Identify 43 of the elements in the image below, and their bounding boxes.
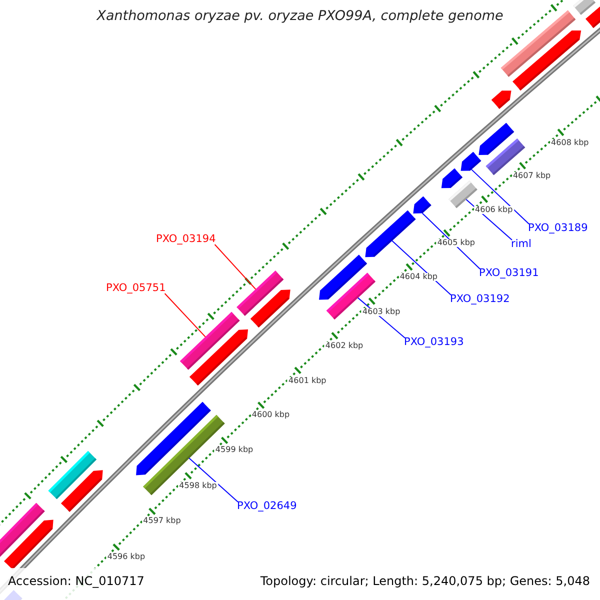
footer-text: Topology: circular; Length: 5,240,075 bp; Genes: 5,048 xyxy=(260,575,590,587)
gene-label: PXO_03192 xyxy=(450,294,510,304)
gene-label: PXO_02649 xyxy=(237,501,297,512)
tick-label: 4606 kbp xyxy=(474,206,514,214)
tick-label: 4597 kbp xyxy=(142,517,182,526)
gene-label: riml xyxy=(511,239,532,250)
tick-label: 4608 kbp xyxy=(550,138,590,147)
tick-label: 4604 kbp xyxy=(398,273,439,282)
gene-block xyxy=(319,254,368,300)
gene-label: PXO_05751 xyxy=(106,283,166,294)
leader-line xyxy=(214,244,256,290)
gene-block xyxy=(491,90,512,109)
leader-line xyxy=(470,168,530,224)
tick-label: 4603 kbp xyxy=(362,308,402,316)
tick-label: 4602 kbp xyxy=(324,342,364,350)
leader-line xyxy=(164,293,206,338)
gene-block xyxy=(190,329,248,386)
gene-block xyxy=(413,196,432,214)
gene-bar xyxy=(573,0,596,15)
gene-block xyxy=(460,152,482,171)
tick-label: 4600 kbp xyxy=(250,411,291,420)
gene-block xyxy=(250,290,290,328)
map-title: Xanthomonas oryzae pv. oryzae PXO99A, complete genome xyxy=(95,10,504,24)
leader-line xyxy=(188,458,238,502)
gene-block xyxy=(365,210,416,258)
gene-block xyxy=(586,6,600,28)
footer-text: Accession: NC_010717 xyxy=(8,575,144,587)
gene-label: PXO_03194 xyxy=(156,234,216,244)
leader-line xyxy=(422,212,480,270)
tick-label: 4596 kbp xyxy=(106,552,146,561)
tick-label: 4607 kbp xyxy=(512,172,552,180)
gene-label: PXO_03191 xyxy=(479,268,539,278)
gene-block xyxy=(441,168,462,188)
tick-label: 4605 kbp xyxy=(436,239,476,248)
gene-bar xyxy=(0,502,45,558)
tick-label: 4598 kbp xyxy=(178,482,218,490)
gene-block xyxy=(136,402,211,476)
gene-bar xyxy=(48,450,97,500)
gene-label: PXO_03193 xyxy=(404,337,464,348)
gene-label: PXO_03189 xyxy=(528,223,588,234)
tick-label: 4599 kbp xyxy=(214,446,254,454)
tick-label: 4601 kbp xyxy=(288,376,328,385)
leader-line xyxy=(392,240,452,296)
